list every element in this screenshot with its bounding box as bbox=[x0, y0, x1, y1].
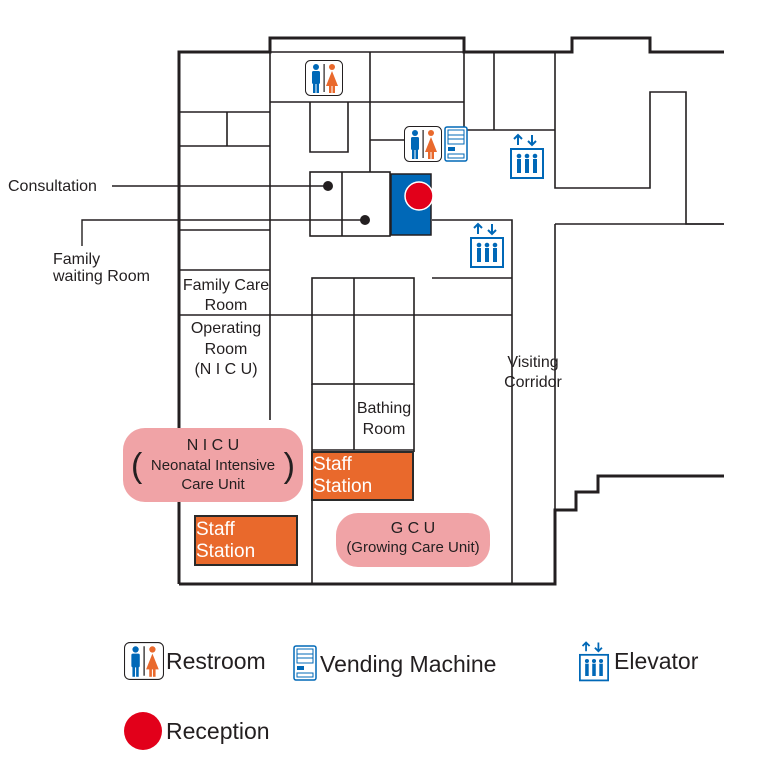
reception-marker bbox=[404, 181, 434, 211]
operating-room-label-line3: (N I C U) bbox=[194, 361, 258, 378]
restroom-icon bbox=[305, 60, 343, 96]
legend-elevator-label: Elevator bbox=[614, 648, 699, 674]
nicu-subtitle-line1: Neonatal Intensive bbox=[150, 457, 276, 474]
nicu-paren-close: ) bbox=[283, 447, 295, 485]
nicu-title: N I C U bbox=[186, 437, 240, 454]
visiting-corridor-label-line1: Visiting bbox=[507, 354, 559, 371]
family-care-room-label-line1: Family Care bbox=[182, 277, 270, 294]
legend-reception-icon bbox=[124, 712, 162, 750]
bathing-room-label-line2: Room bbox=[362, 421, 406, 438]
staff-station-lower: Staff Station bbox=[194, 515, 298, 566]
family-waiting-label-line1: Family bbox=[53, 251, 101, 268]
bathing-room-label-line1: Bathing bbox=[356, 400, 412, 417]
visiting-corridor-label-line2: Corridor bbox=[504, 374, 562, 391]
legend-restroom-label: Restroom bbox=[166, 648, 266, 674]
staff-station-upper: Staff Station bbox=[311, 451, 414, 501]
family-waiting-label-line2: waiting Room bbox=[53, 268, 150, 285]
gcu-title: G C U bbox=[390, 520, 436, 537]
legend-vending-machine-icon bbox=[293, 645, 317, 681]
gcu-zone-label: G C U (Growing Care Unit) bbox=[336, 513, 490, 567]
legend-reception-label: Reception bbox=[166, 718, 270, 744]
legend-vending-machine-label: Vending Machine bbox=[320, 651, 497, 677]
nicu-zone-label: ( ) N I C U Neonatal Intensive Care Unit bbox=[123, 428, 303, 502]
nicu-subtitle-line2: Care Unit bbox=[181, 476, 245, 493]
elevator-icon bbox=[470, 222, 504, 268]
elevator-icon bbox=[510, 133, 544, 179]
gcu-subtitle: (Growing Care Unit) bbox=[346, 539, 480, 556]
operating-room-label-line1: Operating bbox=[190, 320, 262, 337]
legend-elevator-icon bbox=[579, 641, 609, 682]
legend-restroom-icon bbox=[124, 642, 164, 680]
family-care-room-label-line2: Room bbox=[204, 297, 248, 314]
restroom-icon bbox=[404, 126, 442, 162]
consultation-label: Consultation bbox=[8, 178, 97, 195]
inner-walls bbox=[179, 51, 724, 584]
vending-machine-icon bbox=[444, 126, 468, 162]
nicu-paren-open: ( bbox=[131, 447, 143, 485]
operating-room-label-line2: Room bbox=[204, 341, 248, 358]
